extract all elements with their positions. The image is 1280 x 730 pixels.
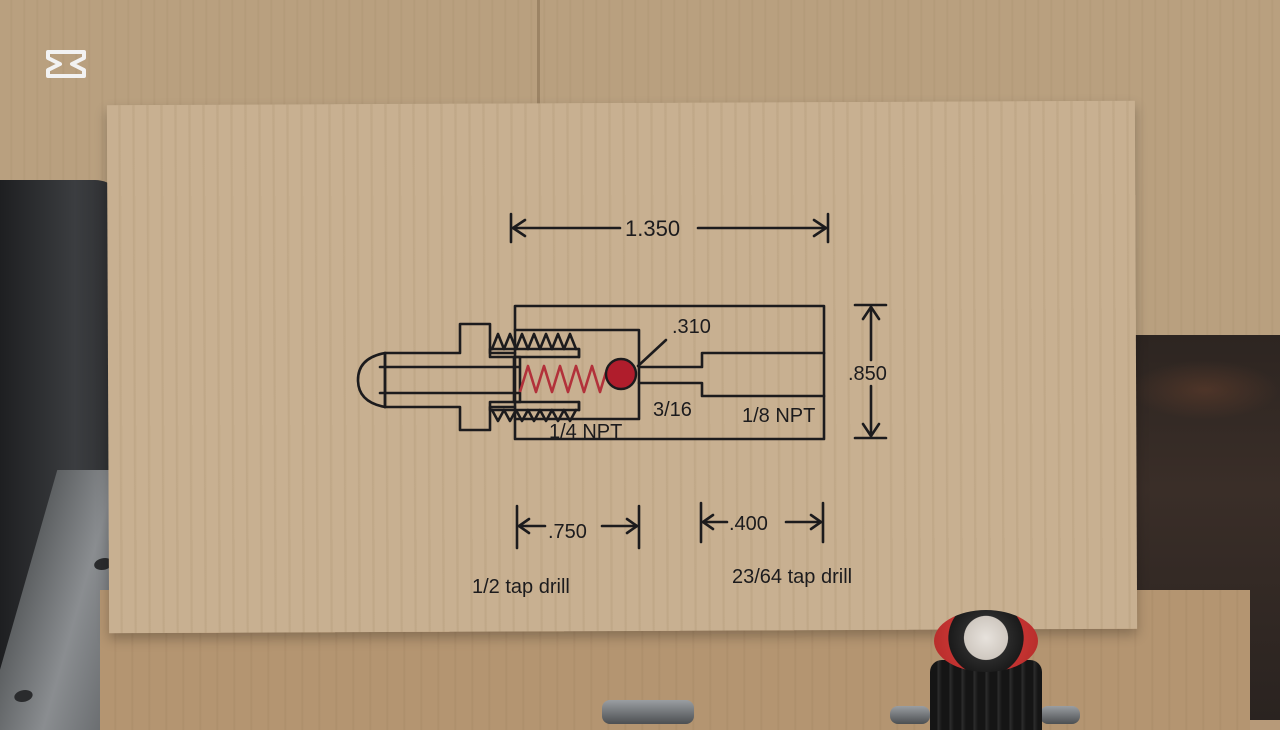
left-depth-label: .750 [548, 521, 587, 543]
bottom-threads [490, 408, 578, 423]
regulator-fitting-left [890, 706, 930, 724]
capcut-logo-icon [46, 50, 86, 78]
spring-seat [512, 355, 522, 404]
right-depth-label: .400 [729, 513, 768, 535]
bore-label: 3/16 [653, 399, 692, 421]
top-threads [490, 332, 578, 351]
check-ball [604, 357, 638, 391]
left-thread-label: 1/4 NPT [549, 421, 622, 443]
ball-label: .310 [672, 316, 711, 338]
length-label: 1.350 [625, 216, 680, 241]
height-label: .850 [848, 363, 887, 385]
length-arrows [511, 218, 828, 238]
pressure-gauge-cap [934, 610, 1038, 672]
height-arrows [861, 305, 881, 438]
left-cavity [513, 328, 641, 421]
length-extension-lines [509, 212, 830, 244]
left-depth-extension [515, 504, 641, 550]
spring [518, 364, 608, 394]
right-depth-arrows [701, 513, 823, 531]
right-note: 23/64 tap drill [732, 566, 852, 588]
air-regulator [930, 610, 1042, 730]
left-depth-arrows [517, 517, 639, 535]
ball-leader [636, 338, 668, 368]
regulator-fitting-right [1040, 706, 1080, 724]
cardboard-seam [537, 0, 540, 110]
height-extension-lines [853, 303, 888, 440]
left-note: 1/2 tap drill [472, 576, 570, 598]
plug-stem [378, 365, 521, 395]
plug-outline [383, 322, 517, 432]
right-thread-label: 1/8 NPT [742, 405, 815, 427]
right-depth-extension [699, 501, 825, 544]
workbench-grain [1130, 360, 1280, 420]
air-fitting [602, 700, 694, 724]
right-port [637, 351, 826, 398]
plug-nose [356, 351, 387, 409]
